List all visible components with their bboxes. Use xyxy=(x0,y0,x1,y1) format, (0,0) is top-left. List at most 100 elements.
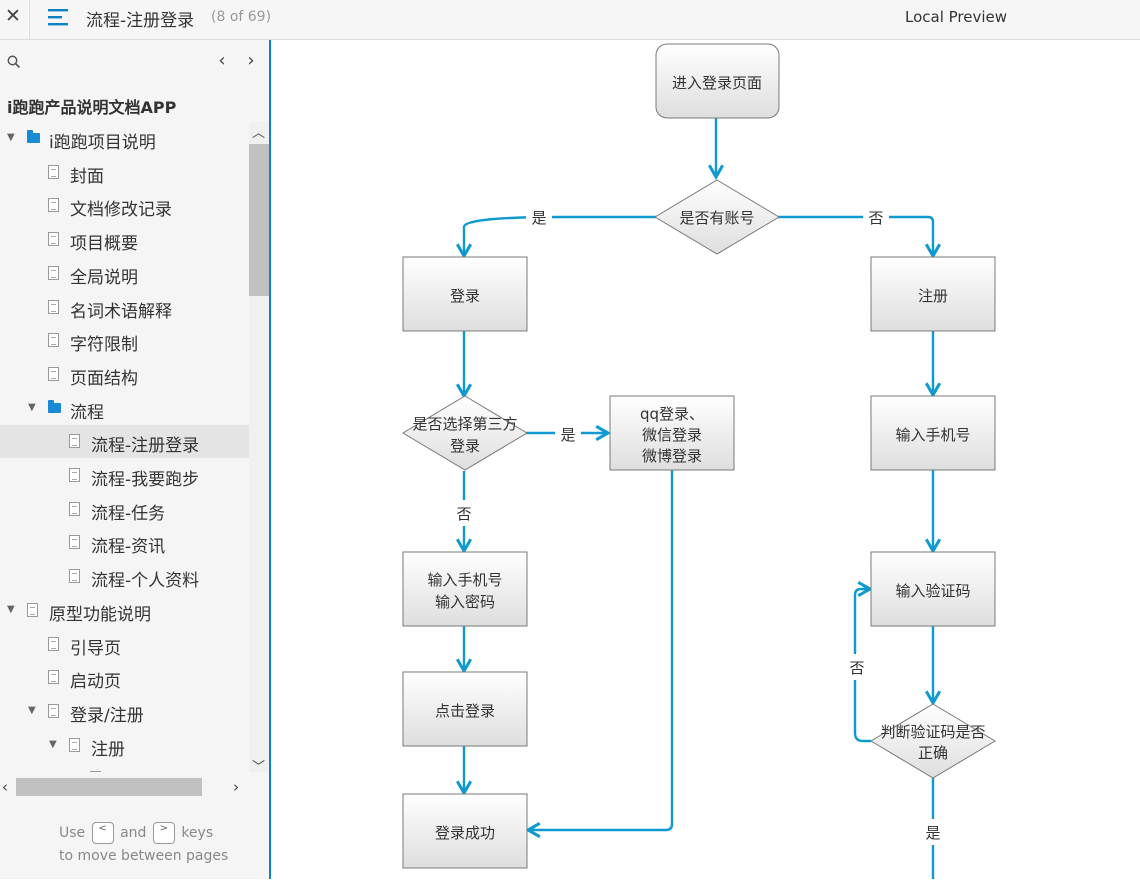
node-options-label-3: 微博登录 xyxy=(642,447,702,465)
node-check-code: 判断验证码是否 正确 xyxy=(870,703,996,779)
tree-item[interactable]: ▼ i跑跑项目说明 xyxy=(0,122,249,155)
scroll-down-icon[interactable]: ﹀ xyxy=(252,760,266,775)
edge-label-account-no: 否 xyxy=(868,209,883,227)
node-third-party-decision: 是否选择第三方 登录 xyxy=(402,395,528,471)
previous-page-button[interactable]: ‹ xyxy=(218,50,226,71)
tree-item[interactable]: ▼ 流程 xyxy=(0,392,249,425)
tree-item-label: 流程-注册登录 xyxy=(91,436,200,457)
horizontal-scrollbar-thumb[interactable] xyxy=(16,778,202,796)
tree-item[interactable]: 字符限制 xyxy=(0,324,249,357)
hint-use: Use xyxy=(59,825,86,841)
tree-item[interactable]: 文档修改记录 xyxy=(0,189,249,222)
hamburger-menu-icon[interactable] xyxy=(48,8,70,26)
tree-item-label: 引导页 xyxy=(70,638,121,659)
node-third-party-options: qq登录、 微信登录 微博登录 xyxy=(609,395,735,471)
tree-item[interactable]: 流程-我要跑步 xyxy=(0,459,249,492)
node-enter-code-label: 输入验证码 xyxy=(895,582,970,600)
node-phone-pwd-label-2: 输入密码 xyxy=(435,593,495,611)
sidebar-edge[interactable] xyxy=(269,40,271,879)
next-key-icon: > xyxy=(152,822,175,844)
tree-item-label: 全局说明 xyxy=(70,267,138,288)
edge-label-code-no: 否 xyxy=(849,659,864,677)
tree-item[interactable]: 流程-任务 xyxy=(0,493,249,526)
tree-item[interactable]: 下一步 xyxy=(0,762,249,772)
node-login-success: 登录成功 xyxy=(402,793,528,869)
diagram-canvas: 是 否 是 否 否 是 进入登录页面 是否有账号 登录 注册 xyxy=(271,40,1140,879)
tree-item[interactable]: ▼ 登录/注册 xyxy=(0,695,249,728)
node-click-login: 点击登录 xyxy=(402,671,528,747)
tree-item[interactable]: ▼ 原型功能说明 xyxy=(0,594,249,627)
edge-account-yes xyxy=(455,215,656,260)
search-icon[interactable] xyxy=(7,55,21,69)
tree-item[interactable]: 全局说明 xyxy=(0,257,249,290)
expand-arrow-icon[interactable]: ▼ xyxy=(7,132,15,143)
expand-arrow-icon[interactable]: ▼ xyxy=(7,603,15,615)
tree-item[interactable]: 流程-资讯 xyxy=(0,526,249,559)
tree-item[interactable]: ▼ 注册 xyxy=(0,729,249,762)
tree-item-label: 流程 xyxy=(70,402,104,423)
node-has-account: 是否有账号 xyxy=(654,179,780,255)
node-check-code-label-1: 判断验证码是否 xyxy=(880,723,985,741)
tree-item-label: 流程-任务 xyxy=(91,503,166,524)
edge-options-to-success xyxy=(524,470,674,839)
tree-item[interactable]: 流程-注册登录 xyxy=(0,425,249,459)
page-count: (8 of 69) xyxy=(211,9,272,25)
node-login-label: 登录 xyxy=(450,287,480,305)
node-check-code-label-2: 正确 xyxy=(918,744,948,762)
expand-arrow-icon[interactable]: ▼ xyxy=(28,401,36,413)
tree-item-label: 登录/注册 xyxy=(70,705,144,726)
tree-item-label: i跑跑项目说明 xyxy=(49,133,156,153)
tree-item-label: 原型功能说明 xyxy=(49,604,151,625)
vertical-scrollbar-thumb[interactable] xyxy=(249,144,269,296)
expand-arrow-icon[interactable]: ▼ xyxy=(49,738,57,750)
expand-arrow-icon[interactable]: ▼ xyxy=(28,704,36,716)
tree-item-label: 流程-资讯 xyxy=(91,537,166,558)
page-icon xyxy=(48,636,59,651)
page-icon xyxy=(48,164,59,179)
node-enter-phone: 输入手机号 xyxy=(870,395,996,471)
node-third-party-label-2: 登录 xyxy=(450,437,480,455)
scroll-up-icon[interactable]: ︿ xyxy=(252,126,266,141)
preview-label: Local Preview xyxy=(905,8,1008,26)
page-icon xyxy=(48,703,59,718)
tree-item[interactable]: 封面 xyxy=(0,156,249,189)
tree-item-label: 项目概要 xyxy=(70,234,138,255)
tree-item-label: 封面 xyxy=(70,166,104,187)
tree-item-label: 文档修改记录 xyxy=(70,200,172,221)
tree-item-label: 页面结构 xyxy=(70,368,138,389)
edge-label-third-no: 否 xyxy=(456,505,471,523)
page-icon xyxy=(48,670,59,685)
scroll-left-icon[interactable]: ‹ xyxy=(2,778,8,796)
page-icon xyxy=(48,265,59,280)
page-icon xyxy=(48,299,59,314)
node-has-account-label: 是否有账号 xyxy=(679,209,754,227)
tree-item[interactable]: 名词术语解释 xyxy=(0,291,249,324)
sidebar: ‹ › i跑跑产品说明文档APP ▼i跑跑项目说明封面文档修改记录项目概要全局说… xyxy=(0,40,271,879)
tree-item-label: 字符限制 xyxy=(70,335,138,356)
page-icon xyxy=(69,501,80,516)
page-icon xyxy=(69,434,80,449)
next-page-button[interactable]: › xyxy=(247,50,255,71)
tree-item[interactable]: 引导页 xyxy=(0,628,249,661)
node-register: 注册 xyxy=(870,256,996,332)
node-enter-code: 输入验证码 xyxy=(870,551,996,627)
page-icon xyxy=(27,602,38,617)
close-icon[interactable]: ✕ xyxy=(5,5,21,27)
tree-item[interactable]: 项目概要 xyxy=(0,223,249,256)
page-icon xyxy=(90,771,101,772)
tree-item-label: 注册 xyxy=(91,739,125,760)
folder-icon xyxy=(27,130,40,143)
tree-item-label: 下一步 xyxy=(112,768,163,772)
page-tree: ▼ i跑跑项目说明封面文档修改记录项目概要全局说明名词术语解释字符限制页面结构 ▼ 流… xyxy=(0,122,249,772)
page-icon xyxy=(48,366,59,381)
node-register-label: 注册 xyxy=(918,287,948,305)
top-bar: ✕ 流程-注册登录 (8 of 69) Local Preview xyxy=(0,0,1140,40)
node-login: 登录 xyxy=(402,256,528,332)
tree-item[interactable]: 流程-个人资料 xyxy=(0,560,249,593)
scroll-right-icon[interactable]: › xyxy=(233,778,239,796)
hint-line2: to move between pages xyxy=(59,848,229,864)
tree-item[interactable]: 页面结构 xyxy=(0,358,249,391)
tree-item[interactable]: 启动页 xyxy=(0,661,249,694)
folder-icon xyxy=(48,399,61,413)
node-phone-pwd-label-1: 输入手机号 xyxy=(427,571,502,589)
